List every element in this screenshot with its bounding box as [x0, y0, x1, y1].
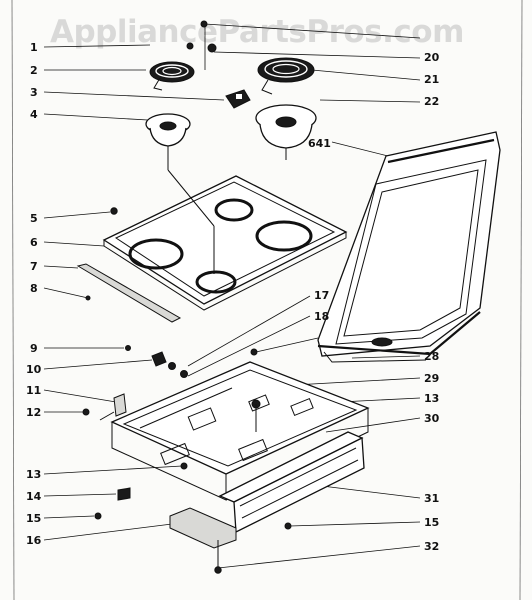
callout-8: 8	[30, 282, 38, 295]
callout-4: 4	[30, 108, 38, 121]
callout-3: 3	[30, 86, 38, 99]
callout-1: 1	[30, 41, 38, 54]
callout-16: 16	[26, 534, 42, 547]
callout-31: 31	[424, 492, 440, 505]
callout-17: 17	[314, 289, 330, 302]
callout-30: 30	[424, 412, 440, 425]
callout-10: 10	[26, 363, 42, 376]
lower-fasteners	[94, 487, 292, 574]
terminal-block	[225, 89, 251, 109]
surface-element-large	[257, 57, 315, 95]
lid-assembly	[317, 131, 501, 363]
callout-15-left: 15	[26, 512, 42, 525]
callout-20: 20	[424, 51, 440, 64]
callout-6: 6	[30, 236, 38, 249]
callout-15-right: 15	[424, 516, 440, 529]
lower-bracket	[169, 507, 237, 568]
screw-part-1	[186, 20, 217, 53]
callout-11: 11	[26, 384, 42, 397]
page-edge-lines	[11, 0, 523, 600]
callout-2: 2	[30, 64, 38, 77]
right-leader-lines	[187, 23, 421, 569]
small-hardware	[125, 345, 258, 378]
callout-22: 22	[424, 95, 440, 108]
callout-13-left: 13	[26, 468, 42, 481]
callout-14: 14	[26, 490, 42, 503]
callout-29: 29	[424, 372, 440, 385]
callout-32: 32	[424, 540, 440, 553]
surface-element-small	[149, 61, 195, 91]
front-rail	[218, 431, 365, 534]
trim-strip	[76, 263, 182, 323]
drip-pan-large	[255, 104, 317, 160]
cooktop-panel	[102, 169, 348, 311]
callout-21: 21	[424, 73, 440, 86]
callout-12: 12	[26, 406, 42, 419]
callout-641: 641	[308, 137, 331, 150]
watermark: AppliancePartsPros.com	[50, 14, 464, 50]
callout-9: 9	[30, 342, 38, 355]
drip-pan-small	[145, 113, 191, 170]
callout-5: 5	[30, 212, 38, 225]
callout-28: 28	[424, 350, 440, 363]
callout-13-right: 13	[424, 392, 440, 405]
callout-7: 7	[30, 260, 38, 273]
left-leader-lines	[43, 44, 225, 541]
bracket-part-11	[82, 393, 127, 421]
screw-part-5	[110, 207, 118, 215]
callout-18: 18	[314, 310, 330, 323]
